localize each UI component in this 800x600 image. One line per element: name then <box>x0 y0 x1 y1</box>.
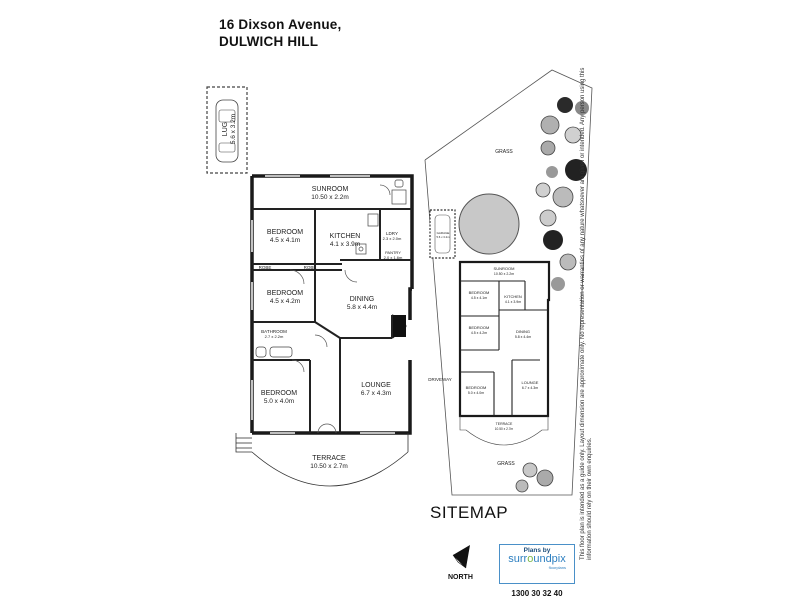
site-grass-bottom: GRASS <box>497 461 515 467</box>
logo-brand: surroundpix <box>500 554 574 565</box>
site-bedroom2-name: BEDROOM <box>469 325 490 330</box>
site-bedroom1-dims: 4.5 x 4.1m <box>471 296 487 300</box>
garage: LUG 5.6 x 3.2m <box>206 86 248 174</box>
site-bedroom1-name: BEDROOM <box>469 290 490 295</box>
doors <box>289 184 391 434</box>
site-bedroom2-dims: 4.5 x 4.2m <box>471 331 487 335</box>
site-kitchen-name: KITCHEN <box>504 294 522 299</box>
garage-dims: 5.6 x 3.2m <box>230 114 237 144</box>
logo-plans-by: Plans by <box>523 547 551 554</box>
terrace-dims: 10.50 x 2.7m <box>310 463 348 470</box>
window-lines <box>251 175 395 434</box>
bedroom2-name: BEDROOM <box>267 290 303 297</box>
site-terrace-dims: 10.50 x 2.7m <box>495 427 514 431</box>
bathroom-dims: 2.7 x 2.2m <box>265 334 284 339</box>
logo-brand-b: o <box>527 553 534 565</box>
site-sunroom-name: SUNROOM <box>494 266 515 271</box>
bedroom2-dims: 4.5 x 4.2m <box>270 298 300 305</box>
north-arrow-icon <box>452 545 470 569</box>
terrace-name: TERRACE <box>312 455 346 462</box>
site-terrace-outline <box>459 416 549 446</box>
logo-sub: floorplans <box>548 565 566 570</box>
site-grass-top: GRASS <box>495 149 513 155</box>
bathroom-name: BATHROOM <box>261 329 287 334</box>
site-lounge-dims: 6.7 x 4.3m <box>522 386 538 390</box>
logo-phone: 1300 30 32 40 <box>511 589 563 598</box>
dining-name: DINING <box>350 296 375 303</box>
ldry-dims: 2.3 x 2.0m <box>383 236 402 241</box>
bedroom3-name: BEDROOM <box>261 390 297 397</box>
logo-brand-c: undpix <box>533 553 566 565</box>
fireplace <box>393 315 406 337</box>
site-bedroom3-name: BEDROOM <box>466 385 487 390</box>
ldry-name: LDRY <box>386 231 398 236</box>
sunroom-name: SUNROOM <box>312 186 349 193</box>
sunroom-dims: 10.50 x 2.2m <box>311 194 349 201</box>
fixtures <box>255 179 407 358</box>
north-label: NORTH <box>448 574 473 581</box>
bedroom1-name: BEDROOM <box>267 229 303 236</box>
address-line-1: 16 Dixson Avenue, <box>219 17 342 32</box>
logo-brand-a: surr <box>508 553 528 565</box>
lounge-name: LOUNGE <box>361 382 391 389</box>
site-dining-dims: 5.8 x 4.4m <box>515 335 531 339</box>
site-dining-name: DINING <box>516 329 530 334</box>
site-lounge-name: LOUNGE <box>522 380 539 385</box>
kitchen-name: KITCHEN <box>330 233 361 240</box>
site-terrace-name: TERRACE <box>496 422 513 426</box>
site-kitchen-dims: 4.1 x 3.9m <box>505 300 521 304</box>
site-sunroom-dims: 10.50 x 2.2m <box>494 272 514 276</box>
pantry-name: PANTRY <box>385 250 401 255</box>
kitchen-dims: 4.1 x 3.9m <box>330 241 360 248</box>
robe1-label: ROBE <box>259 265 272 270</box>
site-garage: GARAGE 5.6 x 3.2m <box>429 209 456 259</box>
surroundpix-logo: Plans by surroundpix floorplans 1300 30 … <box>499 544 575 598</box>
site-garage-name: GARAGE <box>437 231 450 235</box>
garage-name: LUG <box>222 122 229 136</box>
disclaimer-text: This floor plan is intended as a guide o… <box>580 67 593 560</box>
bedroom3-dims: 5.0 x 4.0m <box>264 398 294 405</box>
site-driveway: DRIVEWAY <box>428 377 452 382</box>
pantry-dims: 2.0 x 1.6m <box>384 255 403 260</box>
dining-dims: 5.8 x 4.4m <box>347 304 377 311</box>
address-line-2: DULWICH HILL <box>219 34 319 49</box>
lounge-dims: 6.7 x 4.3m <box>361 390 391 397</box>
trees <box>458 97 589 493</box>
terrace-outline <box>235 433 409 487</box>
sitemap-label: SITEMAP <box>430 503 509 522</box>
site-garage-dims: 5.6 x 3.2m <box>436 235 450 239</box>
bedroom1-dims: 4.5 x 4.1m <box>270 237 300 244</box>
site-boundary <box>424 69 593 496</box>
robe2-label: ROBE <box>304 265 317 270</box>
site-bedroom3-dims: 5.0 x 4.0m <box>468 391 484 395</box>
site-house-interior <box>460 280 548 416</box>
